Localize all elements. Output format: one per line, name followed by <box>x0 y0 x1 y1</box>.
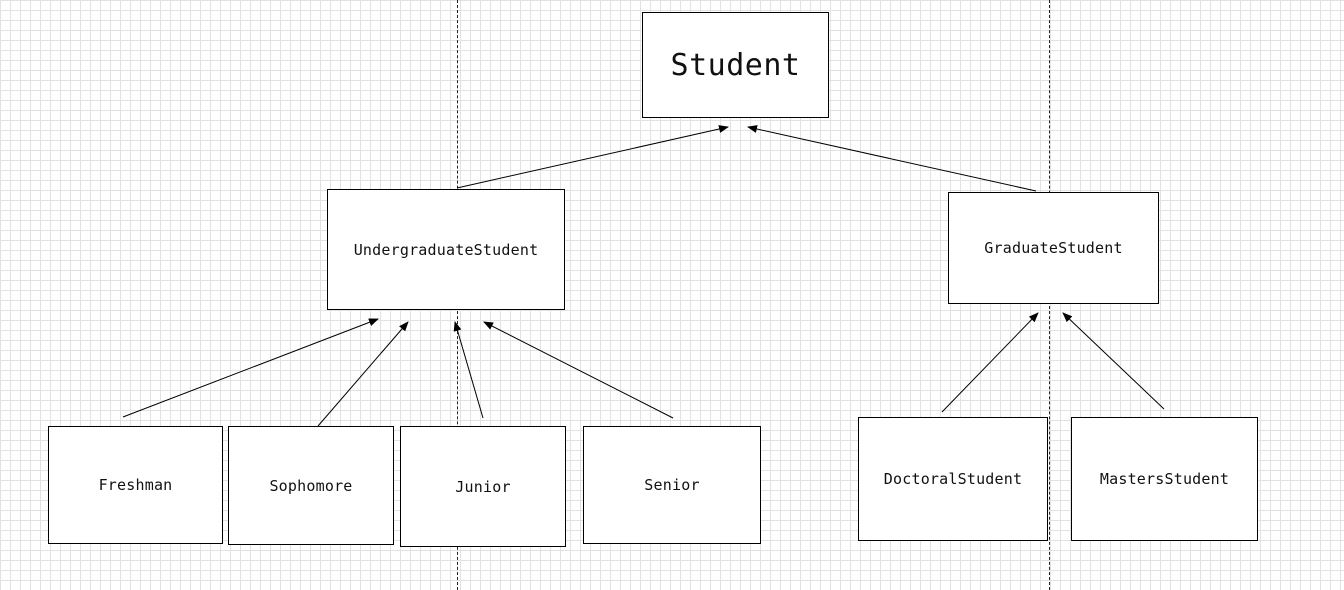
arrow-freshman-to-undergraduate <box>122 318 379 418</box>
sophomore-node[interactable]: Sophomore <box>228 426 394 545</box>
masters-student-node[interactable]: MastersStudent <box>1071 417 1258 541</box>
arrow-graduate-to-student <box>747 125 1037 192</box>
freshman-node[interactable]: Freshman <box>48 426 223 544</box>
arrow-sophomore-to-undergraduate <box>317 321 409 427</box>
senior-node[interactable]: Senior <box>583 426 761 544</box>
arrow-junior-to-undergraduate <box>453 321 484 419</box>
doctoral-student-node[interactable]: DoctoralStudent <box>858 417 1048 541</box>
junior-node[interactable]: Junior <box>400 426 566 547</box>
student-label: Student <box>670 47 801 83</box>
arrow-masters-to-graduate <box>1062 312 1165 410</box>
arrow-undergraduate-to-student <box>456 125 729 189</box>
arrow-senior-to-undergraduate <box>483 321 674 419</box>
sophomore-label: Sophomore <box>269 476 353 495</box>
junior-label: Junior <box>455 477 511 496</box>
arrow-doctoral-to-graduate <box>941 312 1039 413</box>
undergraduate-student-label: UndergraduateStudent <box>353 240 539 259</box>
graduate-student-label: GraduateStudent <box>984 239 1123 257</box>
freshman-label: Freshman <box>98 476 173 494</box>
masters-student-label: MastersStudent <box>1099 470 1230 488</box>
doctoral-student-label: DoctoralStudent <box>883 470 1023 488</box>
graduate-student-node[interactable]: GraduateStudent <box>948 192 1159 304</box>
undergraduate-student-node[interactable]: UndergraduateStudent <box>327 189 565 310</box>
student-node[interactable]: Student <box>642 12 829 118</box>
senior-label: Senior <box>644 476 700 494</box>
